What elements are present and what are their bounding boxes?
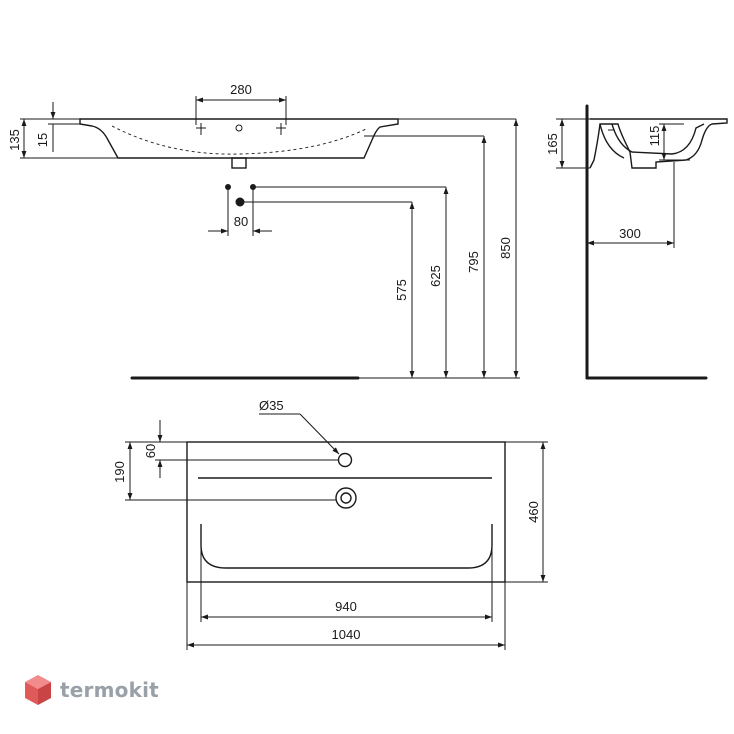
tap-hole-left-marker (196, 123, 206, 135)
dim-280-label: 280 (230, 82, 252, 97)
waste-outlet-outer (335, 487, 357, 509)
dim-diameter-label: Ø35 (259, 398, 284, 413)
overflow-hole-marker (235, 124, 243, 132)
watermark-text: termokit (60, 678, 159, 702)
dim-850-label: 850 (498, 237, 513, 259)
waste-point-left (225, 184, 231, 190)
dim-795-label: 795 (466, 251, 481, 273)
dim-300-label: 300 (619, 226, 641, 241)
basin-front-outline (79, 118, 399, 159)
dim-625-label: 625 (428, 265, 443, 287)
dim-165-label: 165 (545, 133, 560, 155)
dim-60-label: 60 (143, 444, 158, 458)
dim-1040-label: 1040 (332, 627, 361, 642)
termokit-logo-icon (25, 675, 51, 705)
tap-hole (337, 452, 353, 468)
waste-stub (231, 157, 247, 169)
basin-section-profile (589, 118, 728, 169)
basin-plan-outline (186, 441, 506, 583)
dim-190-label: 190 (112, 461, 127, 483)
termokit-watermark: termokit (24, 670, 159, 710)
dim-80-label: 80 (234, 214, 248, 229)
dim-460-label: 460 (526, 501, 541, 523)
waste-outlet-inner (340, 492, 352, 504)
bowl-hidden-line (111, 125, 369, 155)
side-elevation: 280 135 15 80 575 625 795 850 (7, 82, 520, 380)
dim-940-label: 940 (335, 599, 357, 614)
bowl-plan-outline (200, 524, 493, 569)
tap-hole-right-marker (276, 123, 286, 135)
waste-point-center (235, 197, 245, 207)
dim-135-label: 135 (7, 129, 22, 151)
dim-115-label: 115 (647, 126, 662, 147)
plan-view: Ø35 60 190 460 940 1040 (112, 398, 548, 650)
dim-15-label: 15 (35, 133, 50, 147)
section-view: 165 115 300 (545, 104, 728, 380)
dim-575-label: 575 (394, 279, 409, 301)
